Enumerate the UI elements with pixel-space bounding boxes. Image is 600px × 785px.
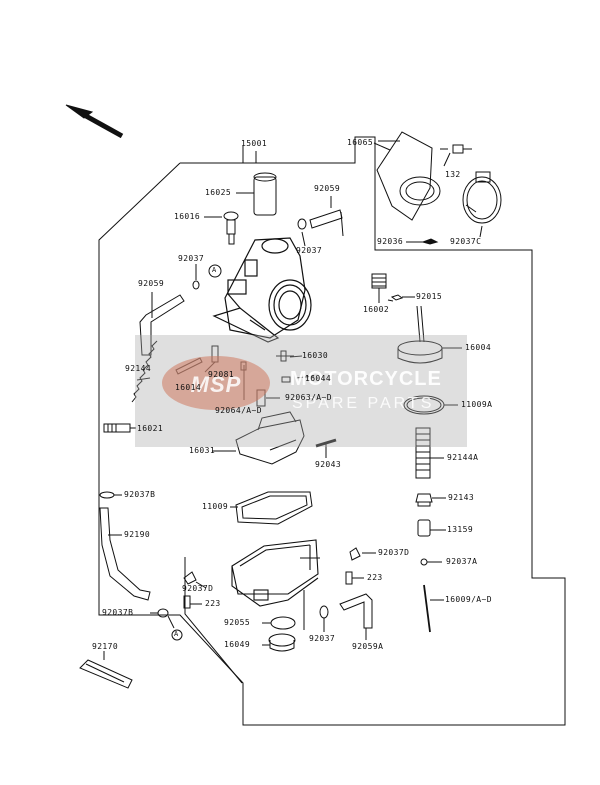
part-label-92037a: 92037A — [446, 557, 478, 566]
part-label-16031: 16031 — [189, 446, 216, 455]
part-label-92190: 92190 — [124, 530, 151, 539]
part-label-92036: 92036 — [377, 237, 404, 246]
spring-92144a — [415, 427, 444, 479]
watermark-logo-text: MSP — [190, 372, 242, 397]
part-label-16025: 16025 — [205, 188, 232, 197]
float-bowl-outline — [184, 557, 243, 684]
part-label-16044: 16044 — [305, 374, 332, 383]
gasket-11009 — [230, 491, 313, 525]
callout-a-bottom: A — [174, 630, 179, 638]
part-label-16014: 16014 — [175, 383, 202, 392]
watermark-line2: SPARE PARTS — [292, 395, 435, 412]
watermark-line1: MOTORCYCLE — [290, 368, 442, 390]
part-label-16065: 16065 — [347, 138, 374, 147]
clamp-92037c — [462, 171, 502, 224]
hose-92059a — [339, 593, 373, 640]
part-label-92170: 92170 — [92, 642, 119, 651]
jet-needle-16004 — [397, 305, 462, 364]
part-label-92081: 92081 — [208, 370, 235, 379]
part-label-16030: 16030 — [302, 351, 329, 360]
carburetor-body — [212, 237, 312, 343]
spring-92144 — [131, 340, 158, 403]
part-label-16004: 16004 — [465, 343, 492, 352]
part-label-92037d-b: 92037D — [182, 584, 214, 593]
part-label-92037b-top: 92037B — [124, 490, 156, 499]
float-16031 — [212, 411, 305, 465]
direction-arrow-icon — [65, 104, 124, 139]
part-label-16002: 16002 — [363, 305, 390, 314]
part-label-92063: 92063/A~D — [285, 393, 332, 402]
part-label-16021: 16021 — [137, 424, 164, 433]
part-label-92143: 92143 — [448, 493, 475, 502]
top-cap-16025 — [236, 172, 277, 216]
part-label-92144: 92144 — [125, 364, 152, 373]
part-label-92037b-bottom: 92037B — [102, 608, 134, 617]
float-bowl — [231, 539, 320, 607]
part-label-92037-b: 92037 — [178, 254, 205, 263]
hose-92059-left — [139, 292, 185, 356]
spring-16002 — [371, 273, 387, 303]
assembly-outline — [98, 136, 566, 726]
hose-92059-top — [297, 196, 344, 237]
part-label-223-b: 223 — [205, 599, 221, 608]
part-label-92064: 92064/A~D — [215, 406, 262, 415]
screw-16016 — [204, 211, 239, 245]
callout-a-top: A — [212, 266, 217, 274]
part-label-223-a: 223 — [367, 573, 383, 582]
part-label-132: 132 — [445, 170, 461, 179]
watermark-logo: MSP — [162, 356, 270, 410]
wrench-92170 — [79, 651, 133, 689]
part-label-92059a: 92059A — [352, 642, 384, 651]
part-label-92059-left: 92059 — [138, 279, 165, 288]
part-label-11009: 11009 — [202, 502, 229, 511]
part-label-92037c: 92037C — [450, 237, 482, 246]
part-label-92059-top: 92059 — [314, 184, 341, 193]
part-label-16016: 16016 — [174, 212, 201, 221]
drain-hose-92190 — [99, 507, 151, 601]
part-label-92055: 92055 — [224, 618, 251, 627]
part-label-92043: 92043 — [315, 460, 342, 469]
part-label-92144a: 92144A — [447, 453, 479, 462]
part-label-16009: 16009/A~D — [445, 595, 492, 604]
intake-manifold — [376, 131, 441, 221]
bolt-132 — [440, 144, 472, 154]
part-label-92037-c: 92037 — [309, 634, 336, 643]
part-label-11009a: 11009A — [461, 400, 493, 409]
part-label-15001: 15001 — [241, 139, 268, 148]
part-label-13159: 13159 — [447, 525, 474, 534]
part-label-92037d-a: 92037D — [378, 548, 410, 557]
part-label-92015: 92015 — [416, 292, 443, 301]
bolt-16021 — [103, 423, 136, 433]
part-label-92037-a: 92037 — [296, 246, 323, 255]
part-label-16049: 16049 — [224, 640, 251, 649]
drain-plug-16049 — [262, 633, 296, 652]
